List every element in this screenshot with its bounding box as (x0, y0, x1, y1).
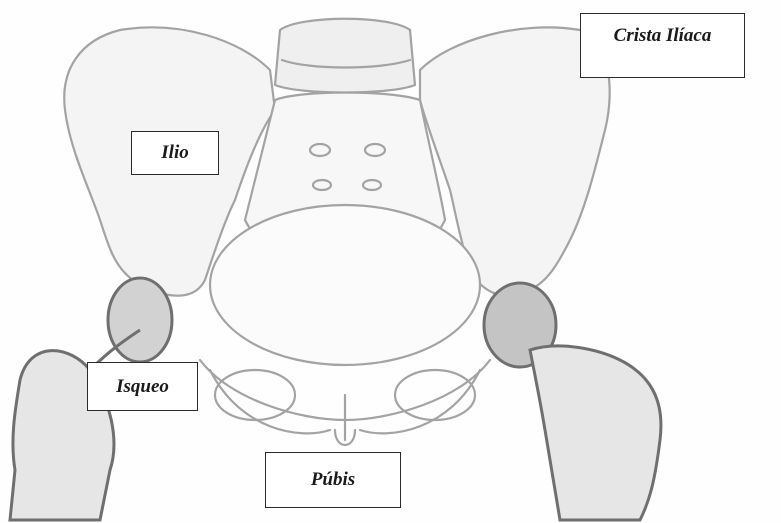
right-femur (484, 283, 661, 520)
vertebra (275, 19, 415, 93)
label-ilio: Ilio (131, 131, 219, 175)
label-crista-iliaca: Crista Ilíaca (580, 13, 745, 78)
label-isqueo: Isqueo (87, 362, 198, 411)
label-pubis: Púbis (265, 452, 401, 508)
pelvic-inlet (210, 205, 480, 365)
